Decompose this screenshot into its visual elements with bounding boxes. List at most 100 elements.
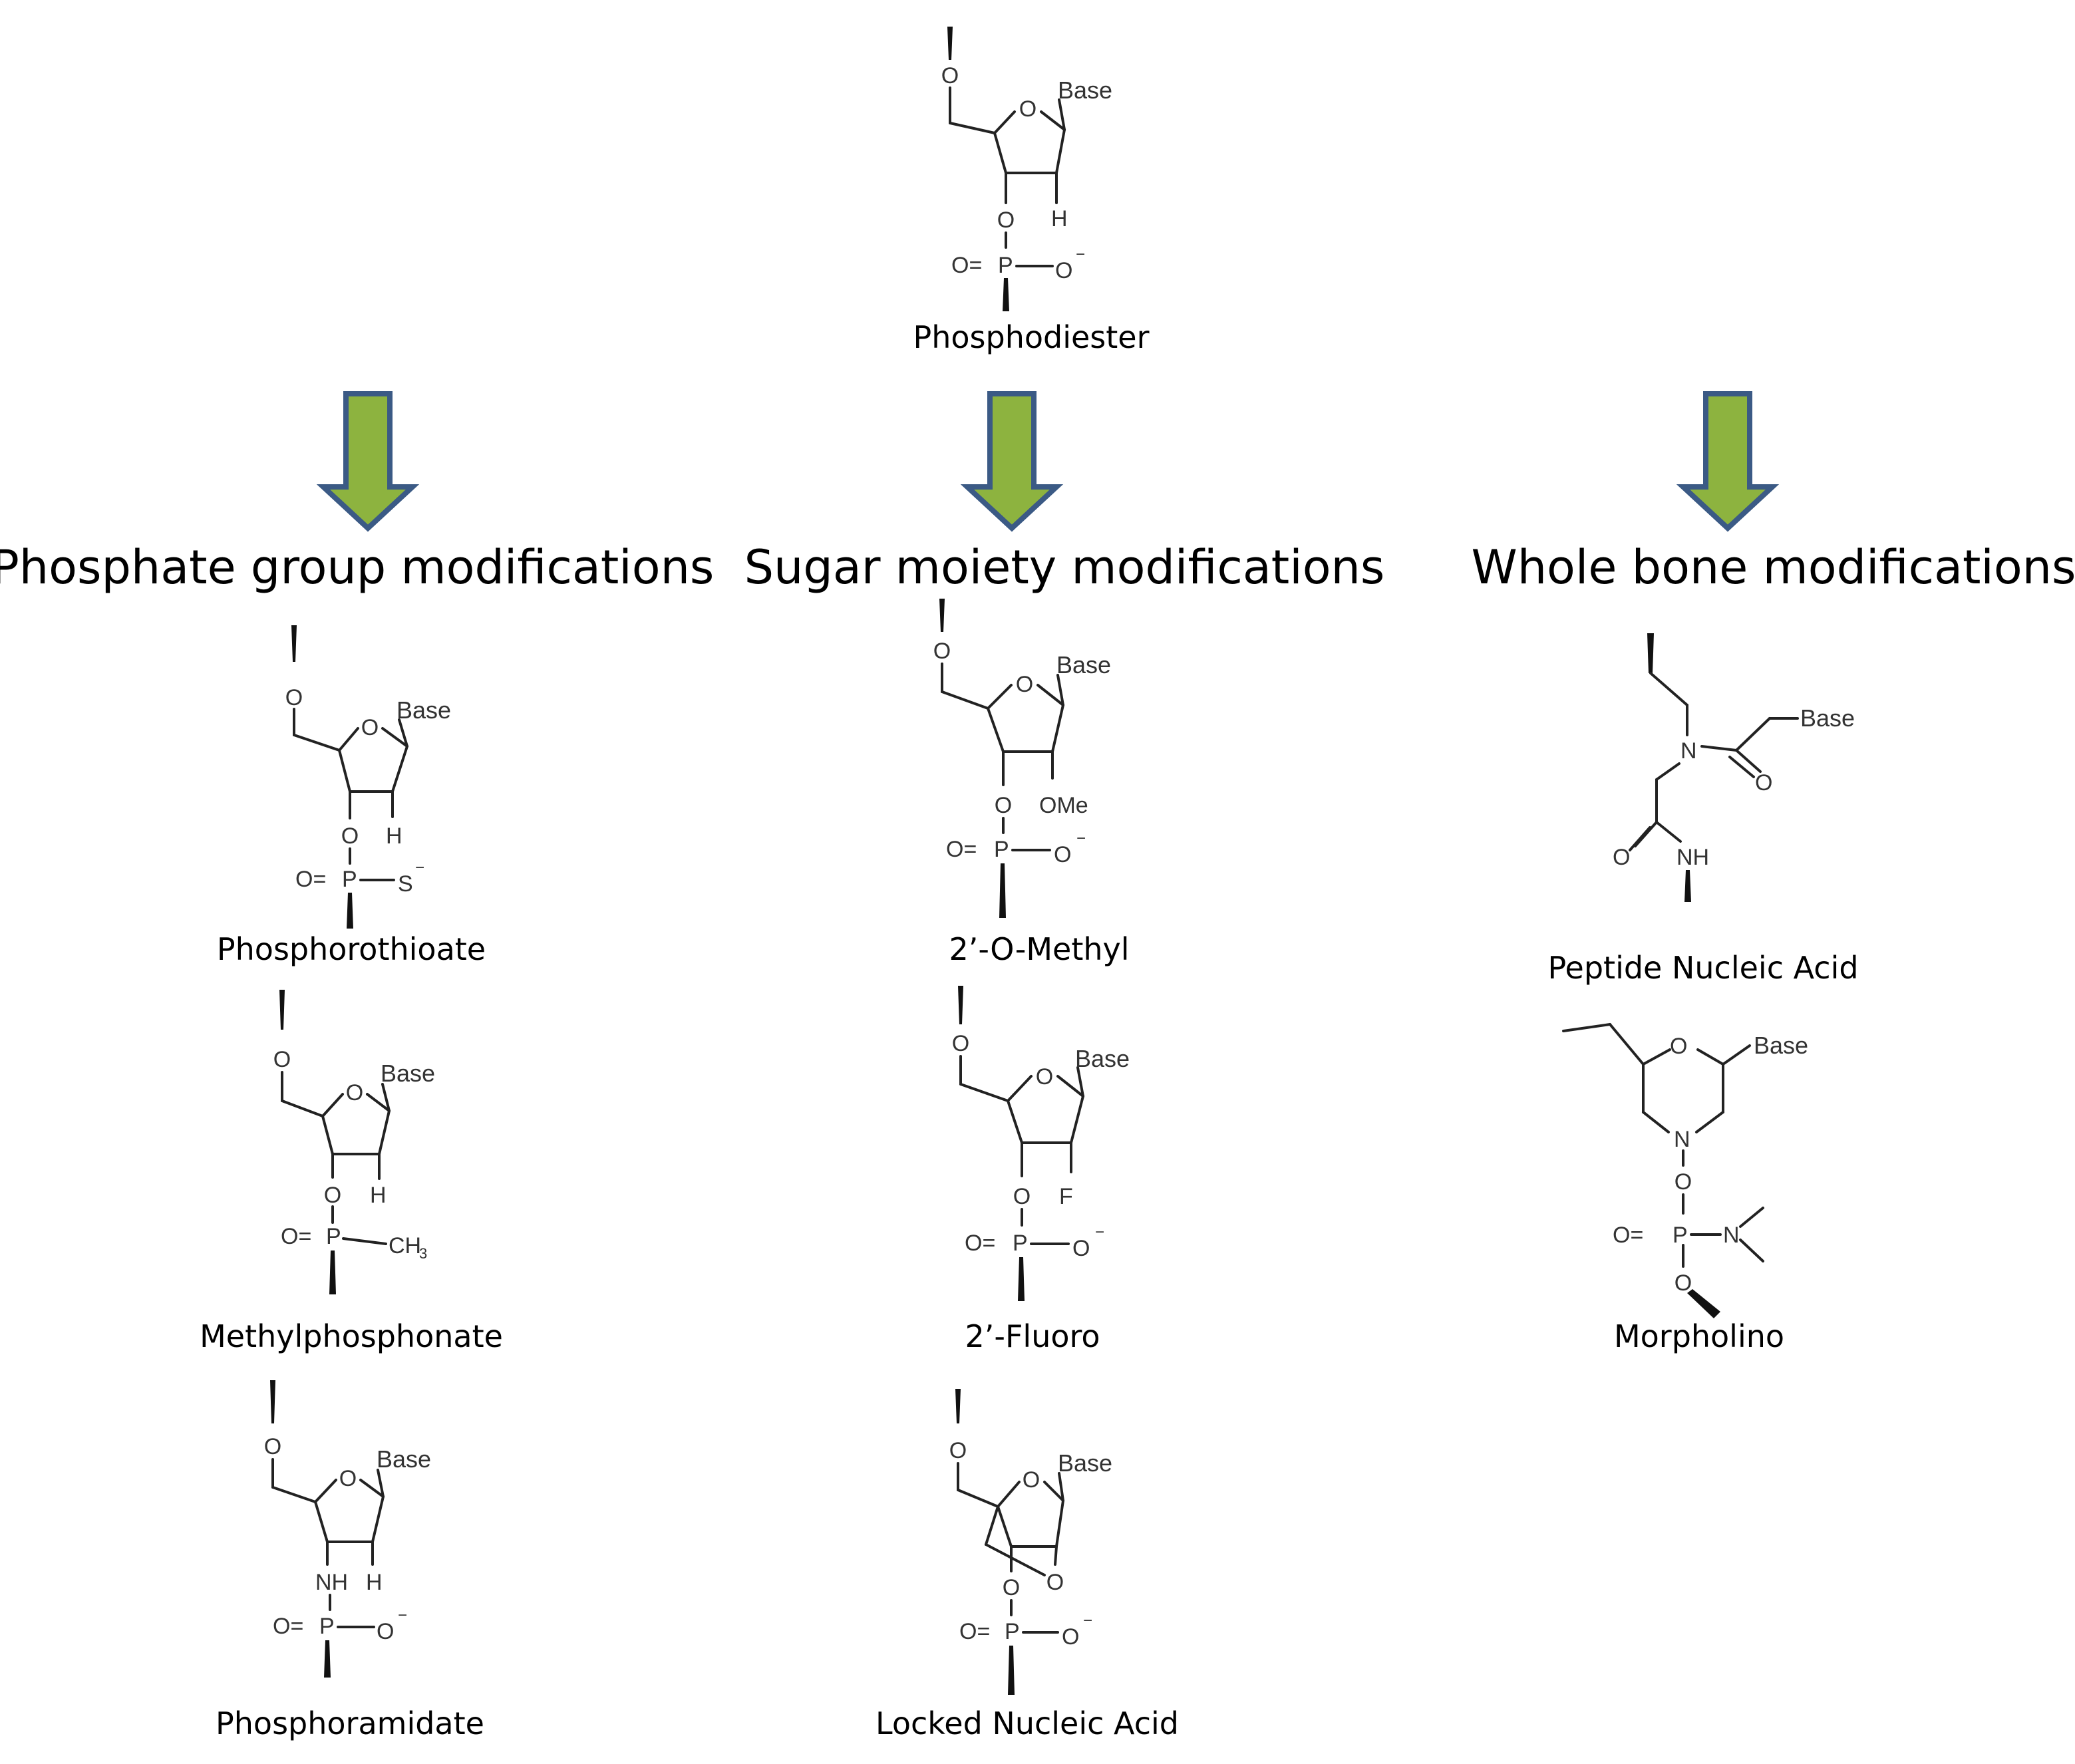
atom-o: O: [1755, 770, 1772, 796]
ring-oxygen: O: [1670, 1034, 1687, 1059]
structure-methylphosphonate: O O Base H O O= P CH 3: [273, 990, 435, 1294]
atom-o: O: [1013, 1184, 1031, 1209]
atom-h: H: [1051, 206, 1068, 231]
atom-n: N: [1723, 1223, 1740, 1248]
arrow-backbone: [1676, 391, 1780, 532]
bridge-oxygen: O: [1046, 1570, 1064, 1595]
atom-o-double: O=: [946, 837, 977, 862]
base-label: Base: [397, 696, 451, 724]
atom-nh: NH: [1676, 845, 1709, 870]
charge-minus: −: [1076, 829, 1086, 847]
structure-peptide-nucleic-acid: N O Base O NH: [1613, 633, 1855, 902]
atom-n: N: [1680, 738, 1697, 764]
ring-oxygen: O: [361, 715, 379, 740]
atom-s: S: [398, 871, 413, 897]
charge-minus: −: [398, 1606, 407, 1624]
atom-nh: NH: [315, 1570, 348, 1595]
caption-phosphodiester: Phosphodiester: [913, 319, 1150, 355]
atom-o: O: [1054, 842, 1071, 867]
structure-2-o-methyl: O O Base OMe O O= P O −: [933, 599, 1111, 918]
atom-h: H: [386, 823, 402, 849]
charge-minus: −: [415, 859, 424, 877]
structure-locked-nucleic-acid: O O Base O O O= P O −: [949, 1389, 1112, 1695]
atom-p: P: [998, 253, 1013, 278]
base-label: Base: [1075, 1045, 1130, 1072]
atom-o: O: [1675, 1169, 1692, 1195]
atom-o-double: O=: [951, 253, 982, 278]
caption-2-o-methyl: 2’-O-Methyl: [949, 931, 1130, 967]
structure-morpholino: O Base N O O= P N O: [1562, 1023, 1808, 1318]
base-label: Base: [1800, 704, 1855, 732]
atom-o-double: O=: [281, 1224, 311, 1249]
caption-phosphoramidate: Phosphoramidate: [216, 1705, 484, 1741]
atom-o: O: [377, 1619, 394, 1644]
ring-oxygen: O: [339, 1466, 357, 1491]
ring-oxygen: O: [1019, 96, 1037, 122]
atom-p: P: [326, 1224, 341, 1249]
caption-morpholino: Morpholino: [1613, 1318, 1785, 1354]
atom-h: H: [370, 1183, 387, 1208]
structure-phosphodiester: O O Base H O O= P O −: [941, 27, 1112, 311]
base-label: Base: [1754, 1032, 1808, 1059]
category-title-backbone: Whole bone modifications: [1471, 540, 2075, 595]
charge-minus: −: [1076, 245, 1085, 263]
base-label: Base: [377, 1445, 431, 1473]
charge-minus: −: [1083, 1612, 1092, 1630]
base-label: Base: [1058, 76, 1112, 104]
atom-p: P: [319, 1614, 335, 1639]
arrows: [316, 391, 1780, 532]
atom-p: P: [994, 837, 1009, 862]
atom-o-double: O=: [295, 867, 326, 892]
base-label: Base: [1058, 1449, 1112, 1477]
base-label: Base: [1056, 651, 1111, 678]
atom-o: O: [264, 1434, 281, 1459]
ring-oxygen: O: [1023, 1467, 1040, 1493]
atom-o: O: [1613, 845, 1630, 870]
atom-o-double: O=: [1613, 1223, 1643, 1248]
ring-oxygen: O: [1036, 1064, 1053, 1090]
caption-locked-nucleic-acid: Locked Nucleic Acid: [876, 1705, 1179, 1741]
structure-phosphorothioate: O O Base H O O= P S −: [285, 625, 451, 929]
atom-o: O: [995, 793, 1012, 818]
atom-o: O: [933, 639, 951, 664]
atom-o: O: [941, 63, 959, 88]
atom-f: F: [1059, 1184, 1073, 1209]
atom-o: O: [324, 1183, 341, 1208]
category-title-phosphate: Phosphate group modifications: [0, 540, 715, 595]
atom-o: O: [1675, 1270, 1692, 1296]
atom-p: P: [1673, 1223, 1688, 1248]
atom-o-double: O=: [273, 1614, 303, 1639]
caption-2-fluoro: 2’-Fluoro: [965, 1318, 1100, 1354]
arrow-phosphate: [316, 391, 420, 532]
atom-o: O: [1003, 1575, 1020, 1600]
ring-oxygen: O: [1016, 672, 1033, 697]
atom-p: P: [342, 867, 357, 892]
atom-o: O: [997, 208, 1015, 233]
atom-o: O: [273, 1047, 291, 1072]
atom-n: N: [1674, 1127, 1690, 1152]
caption-phosphorothioate: Phosphorothioate: [216, 931, 486, 967]
atom-p: P: [1005, 1619, 1020, 1644]
atom-o: O: [1055, 258, 1072, 283]
atom-o: O: [952, 1031, 969, 1056]
subscript-3: 3: [419, 1245, 427, 1262]
structure-phosphoramidate: O O Base H NH O= P O −: [264, 1380, 431, 1678]
atom-o-double: O=: [965, 1231, 995, 1256]
caption-methylphosphonate: Methylphosphonate: [200, 1318, 503, 1354]
ring-oxygen: O: [346, 1080, 363, 1105]
atom-o: O: [1062, 1624, 1079, 1650]
atom-ch: CH: [389, 1233, 421, 1258]
base-label: Base: [381, 1060, 435, 1087]
atom-o-double: O=: [959, 1619, 990, 1644]
caption-peptide-nucleic-acid: Peptide Nucleic Acid: [1547, 950, 1859, 986]
atom-o: O: [949, 1438, 967, 1463]
atom-o: O: [341, 823, 359, 849]
atom-o: O: [285, 685, 303, 710]
atom-h: H: [366, 1570, 383, 1595]
category-title-sugar: Sugar moiety modifications: [744, 540, 1385, 595]
charge-minus: −: [1095, 1223, 1104, 1241]
structure-2-fluoro: O O Base F O O= P O −: [952, 986, 1130, 1301]
atom-p: P: [1013, 1231, 1028, 1256]
